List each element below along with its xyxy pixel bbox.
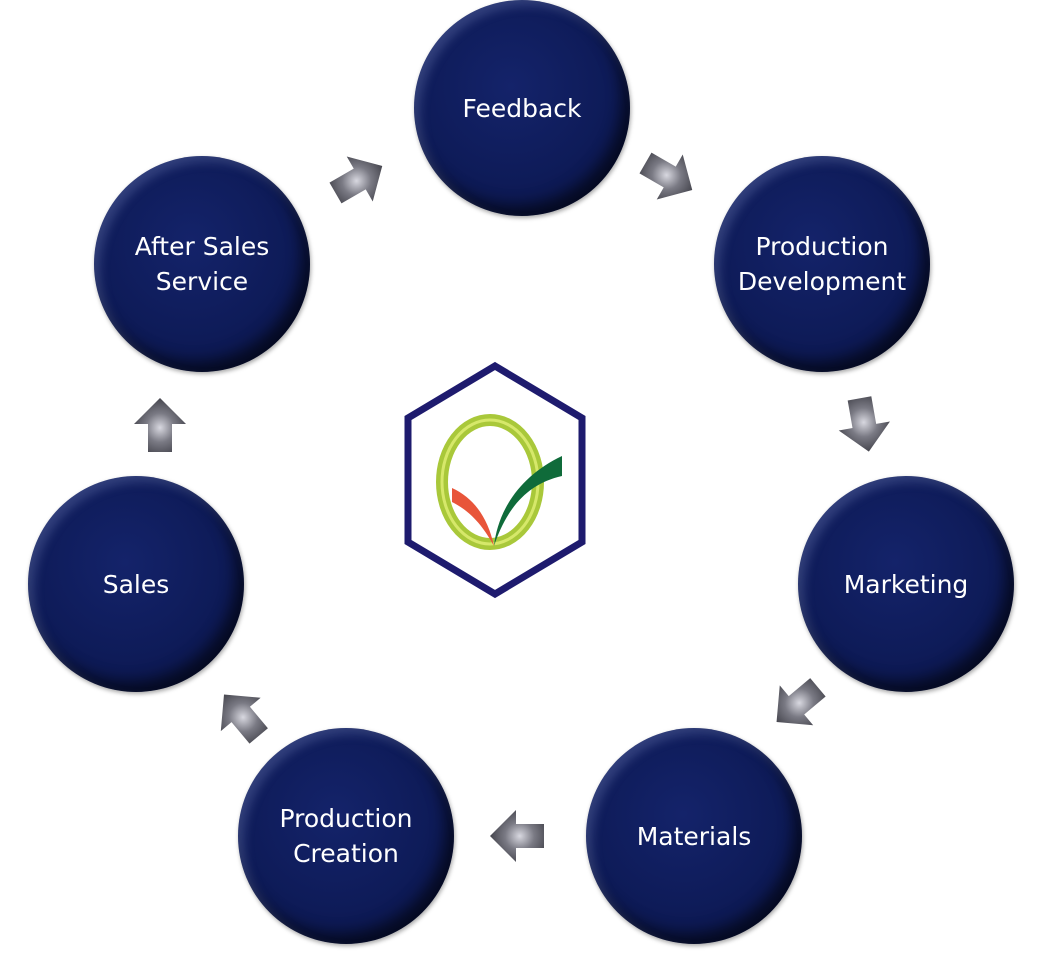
node-label: Production Development [737,232,907,296]
arrow-down-icon [829,389,899,459]
node-marketing: Marketing [798,476,1014,692]
node-label: Marketing [843,569,969,599]
node-materials: Materials [586,728,802,944]
node-sales: Sales [28,476,244,692]
node-production-development: Production Development [714,156,930,372]
node-after-sales-service: After Sales Service [94,156,310,372]
node-label: Production Creation [279,804,413,868]
node-label: Sales [102,569,170,599]
arrow-right-down-icon [627,135,709,217]
node-feedback: Feedback [414,0,630,216]
arrow-down-left-icon [756,662,841,747]
arrow-up-right-icon [317,139,399,221]
hexagon-leaf-check-logo-icon [404,361,586,599]
node-label: After Sales Service [134,232,270,296]
node-label: Materials [636,821,752,851]
node-label: Feedback [462,93,582,123]
arrow-left-icon [488,806,548,866]
arrow-up-icon [130,396,190,456]
arrow-up-left-icon [200,674,285,759]
node-production-creation: Production Creation [238,728,454,944]
